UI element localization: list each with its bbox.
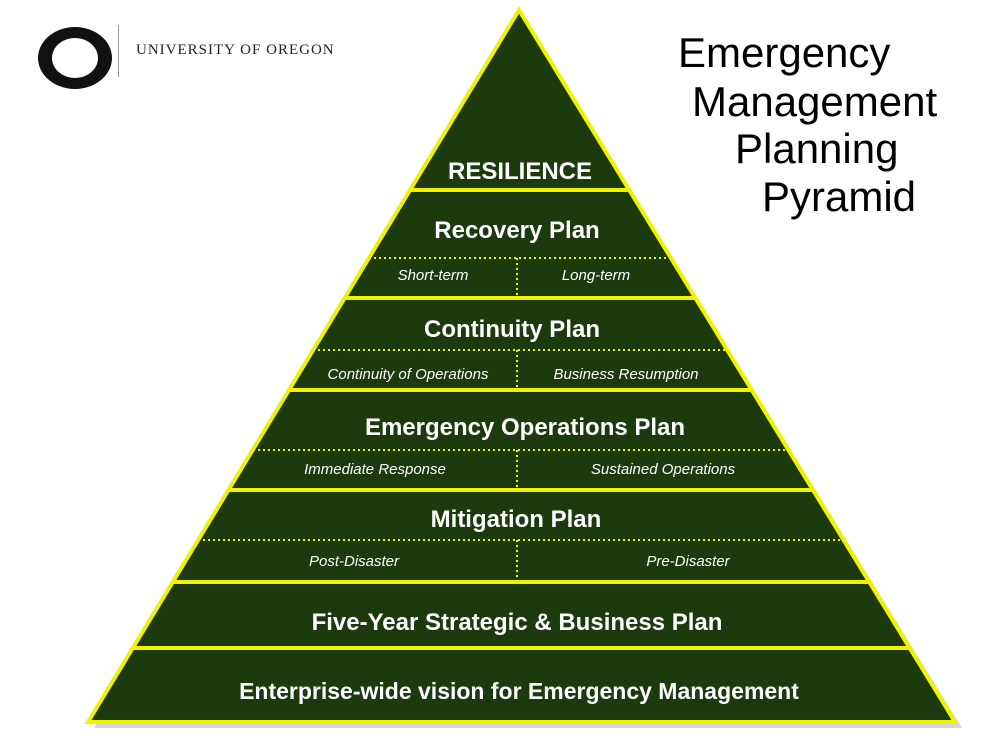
- title-line-1: Emergency: [678, 29, 891, 76]
- eop-label: Emergency Operations Plan: [365, 414, 685, 441]
- recovery-right: Long-term: [562, 267, 630, 284]
- strategic-plan-label: Five-Year Strategic & Business Plan: [312, 609, 723, 636]
- eop-right: Sustained Operations: [591, 461, 736, 478]
- continuity-right: Business Resumption: [553, 366, 698, 383]
- recovery-left: Short-term: [398, 267, 469, 284]
- recovery-plan-label: Recovery Plan: [434, 217, 599, 244]
- university-name: UNIVERSITY OF OREGON: [136, 42, 335, 58]
- mitigation-right: Pre-Disaster: [646, 553, 730, 570]
- title-line-3: Planning: [735, 125, 899, 172]
- mitigation-plan-label: Mitigation Plan: [431, 506, 602, 533]
- apex-resilience: RESILIENCE: [448, 158, 592, 185]
- title-line-2: Management: [692, 78, 938, 125]
- dotted-dividers: [198, 257, 843, 581]
- eop-left: Immediate Response: [304, 461, 446, 478]
- mitigation-left: Post-Disaster: [309, 553, 400, 570]
- title-line-4: Pyramid: [762, 173, 917, 220]
- logo-divider: [118, 25, 119, 77]
- band-dividers: [133, 188, 909, 650]
- vision-label: Enterprise-wide vision for Emergency Man…: [239, 678, 799, 704]
- continuity-left: Continuity of Operations: [328, 366, 489, 383]
- continuity-plan-label: Continuity Plan: [424, 316, 600, 343]
- pyramid: [84, 6, 959, 724]
